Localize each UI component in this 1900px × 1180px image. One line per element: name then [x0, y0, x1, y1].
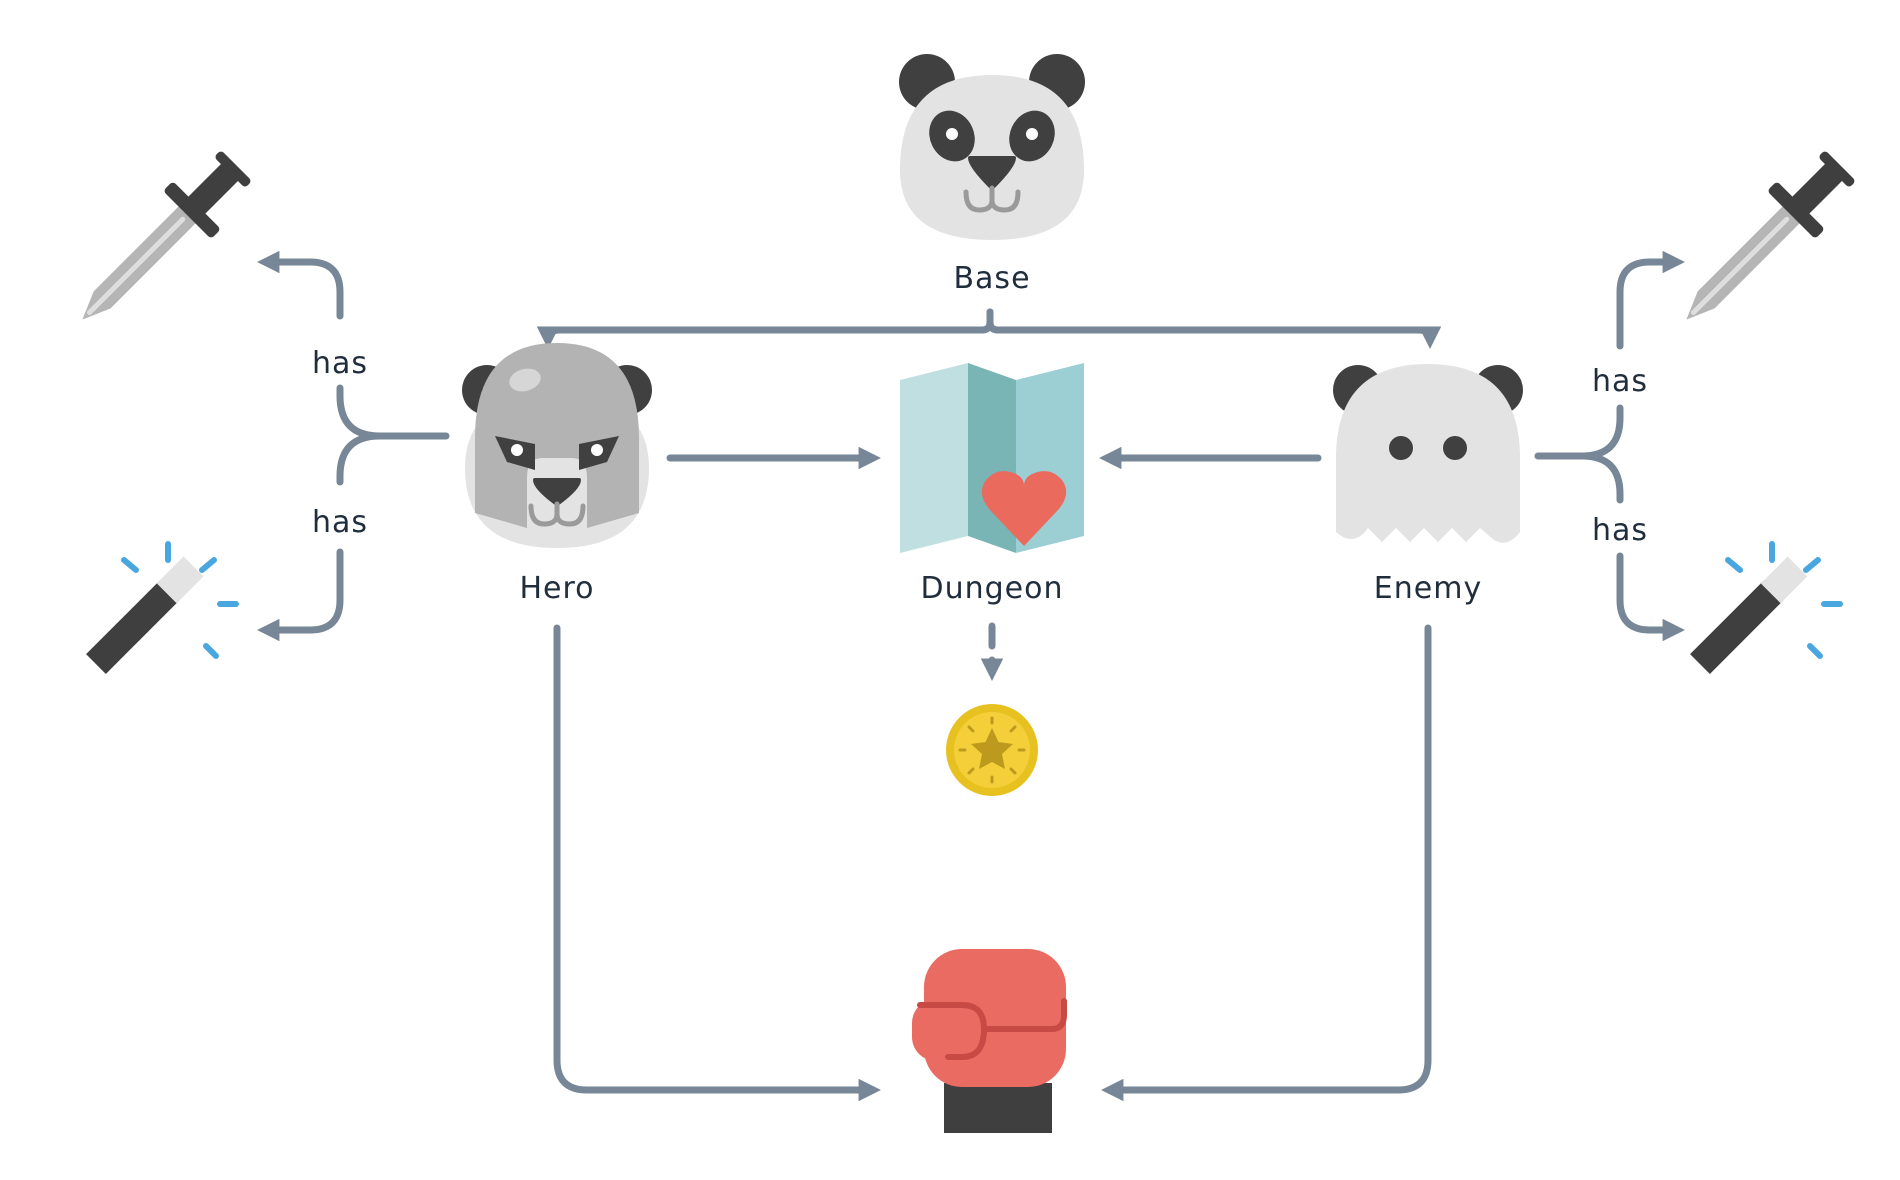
enemy-label: Enemy	[1374, 571, 1482, 606]
dungeon-label: Dungeon	[921, 571, 1064, 606]
hero-to-fight-arrow	[553, 624, 881, 1102]
magic-wand-icon	[86, 541, 239, 674]
base-inheritance-connector	[536, 308, 994, 349]
enemy-has-bracket	[1534, 258, 1680, 634]
base-label: Base	[953, 261, 1030, 296]
helmeted-panda-icon	[462, 343, 652, 548]
enemy-sword-relation-label: has	[1592, 364, 1648, 399]
magic-wand-icon	[1690, 541, 1843, 674]
hero-sword-relation-label: has	[312, 346, 368, 381]
gold-star-coin-icon	[946, 704, 1038, 796]
connectors	[257, 250, 1685, 1102]
enemy-wand-relation-label: has	[1592, 513, 1648, 548]
sword-icon	[1686, 151, 1855, 320]
boxing-glove-icon	[912, 949, 1067, 1133]
base-to-enemy-connector	[986, 308, 1442, 349]
sword-icon	[82, 151, 251, 320]
hero-wand-relation-label: has	[312, 505, 368, 540]
enemy-to-fight-arrow	[1101, 624, 1432, 1102]
panda-face-icon	[899, 54, 1085, 240]
hero-label: Hero	[519, 571, 594, 606]
map-with-heart-icon	[900, 363, 1084, 553]
ghost-panda-icon	[1333, 364, 1523, 543]
hero-has-bracket	[262, 258, 450, 634]
